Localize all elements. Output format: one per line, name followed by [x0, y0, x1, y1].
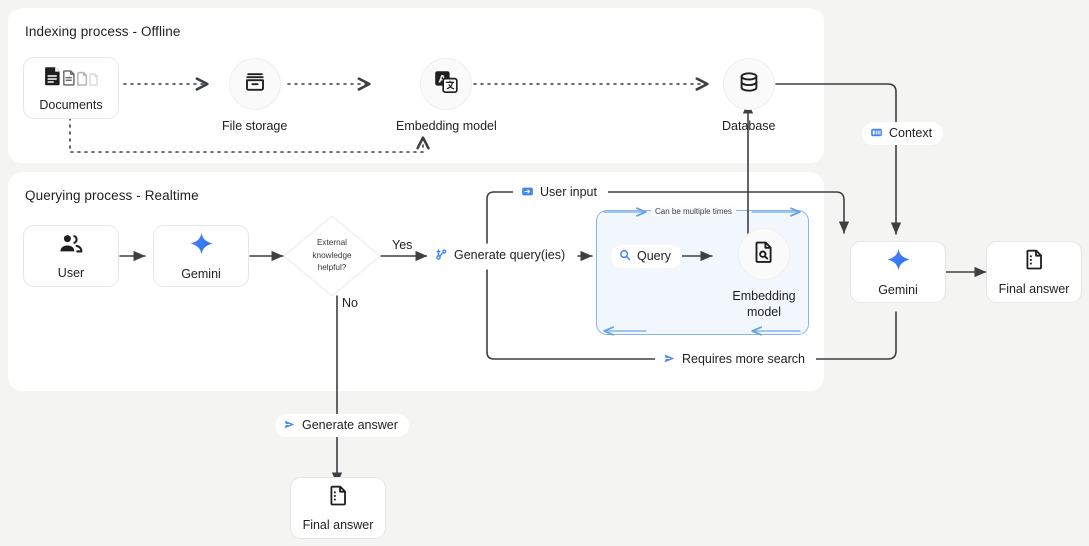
gemini-reasoner-label: Gemini: [181, 267, 221, 281]
panel-querying-title: Querying process - Realtime: [25, 188, 199, 203]
external-knowledge-decision[interactable]: External knowledge helpful?: [284, 217, 380, 295]
query-badge-label: Query: [637, 249, 672, 264]
translate-icon: A: [433, 69, 459, 100]
gemini-sparkle-icon: [189, 231, 214, 261]
embedding-model-query-label-1: Embedding: [732, 289, 796, 303]
loop-note-label: Can be multiple times: [651, 207, 736, 216]
final-answer-right-label: Final answer: [998, 282, 1070, 296]
embedding-model-query-label-2: model: [746, 304, 782, 319]
people-icon: [58, 233, 84, 260]
decision-line-3: helpful?: [317, 263, 347, 273]
node-gemini-answerer[interactable]: Gemini: [850, 241, 946, 303]
node-embedding-model-query[interactable]: Embedding model: [722, 228, 806, 320]
context-badge-label: Context: [889, 126, 933, 141]
node-gemini-reasoner[interactable]: Gemini: [153, 225, 249, 287]
node-file-storage[interactable]: File storage: [222, 58, 287, 135]
embedding-model-indexing-label: Embedding model: [396, 119, 497, 133]
generate-queries-badge[interactable]: Generate query(ies): [427, 244, 577, 267]
gemini-answerer-label: Gemini: [878, 283, 918, 297]
answer-doc-icon: [327, 484, 350, 512]
search-icon: [619, 249, 631, 264]
query-badge[interactable]: Query: [611, 245, 683, 268]
panel-indexing-title: Indexing process - Offline: [25, 24, 181, 39]
user-input-badge[interactable]: User input: [513, 181, 608, 204]
node-user[interactable]: User: [23, 225, 119, 287]
archive-icon: [243, 70, 267, 99]
database-icon: [737, 70, 761, 99]
requires-more-search-badge-label: Requires more search: [682, 352, 805, 367]
send-icon: [283, 418, 296, 434]
user-label: User: [57, 265, 85, 280]
generate-queries-badge-label: Generate query(ies): [454, 248, 566, 263]
gemini-sparkle-icon: [886, 247, 911, 277]
node-database[interactable]: Database: [722, 58, 776, 135]
generate-answer-badge-label: Generate answer: [302, 418, 398, 433]
decision-line-2: knowledge: [312, 250, 352, 260]
node-final-answer-right[interactable]: Final answer: [986, 241, 1082, 303]
requires-more-search-badge[interactable]: Requires more search: [655, 348, 816, 371]
database-label: Database: [722, 119, 776, 133]
node-embedding-model-indexing[interactable]: A Embedding model: [396, 58, 497, 135]
branch-label-no: No: [342, 296, 358, 310]
documents-icon: [43, 65, 99, 92]
context-badge[interactable]: Context: [862, 122, 944, 145]
final-answer-bottom-label: Final answer: [302, 518, 374, 532]
node-documents[interactable]: Documents: [23, 57, 119, 119]
send-icon: [663, 352, 676, 368]
input-chip-icon: [521, 185, 534, 201]
user-input-badge-label: User input: [540, 185, 597, 200]
generate-answer-badge[interactable]: Generate answer: [275, 414, 409, 437]
branch-label-yes: Yes: [392, 238, 413, 252]
svg-text:A: A: [439, 73, 447, 85]
answer-doc-icon: [1023, 248, 1046, 276]
doc-search-icon: [752, 240, 776, 269]
file-storage-label: File storage: [222, 119, 288, 133]
context-chip-icon: [870, 126, 883, 142]
branch-icon: [435, 248, 448, 264]
decision-line-1: External: [316, 237, 348, 247]
node-final-answer-bottom[interactable]: Final answer: [290, 477, 386, 539]
documents-label: Documents: [39, 97, 103, 112]
